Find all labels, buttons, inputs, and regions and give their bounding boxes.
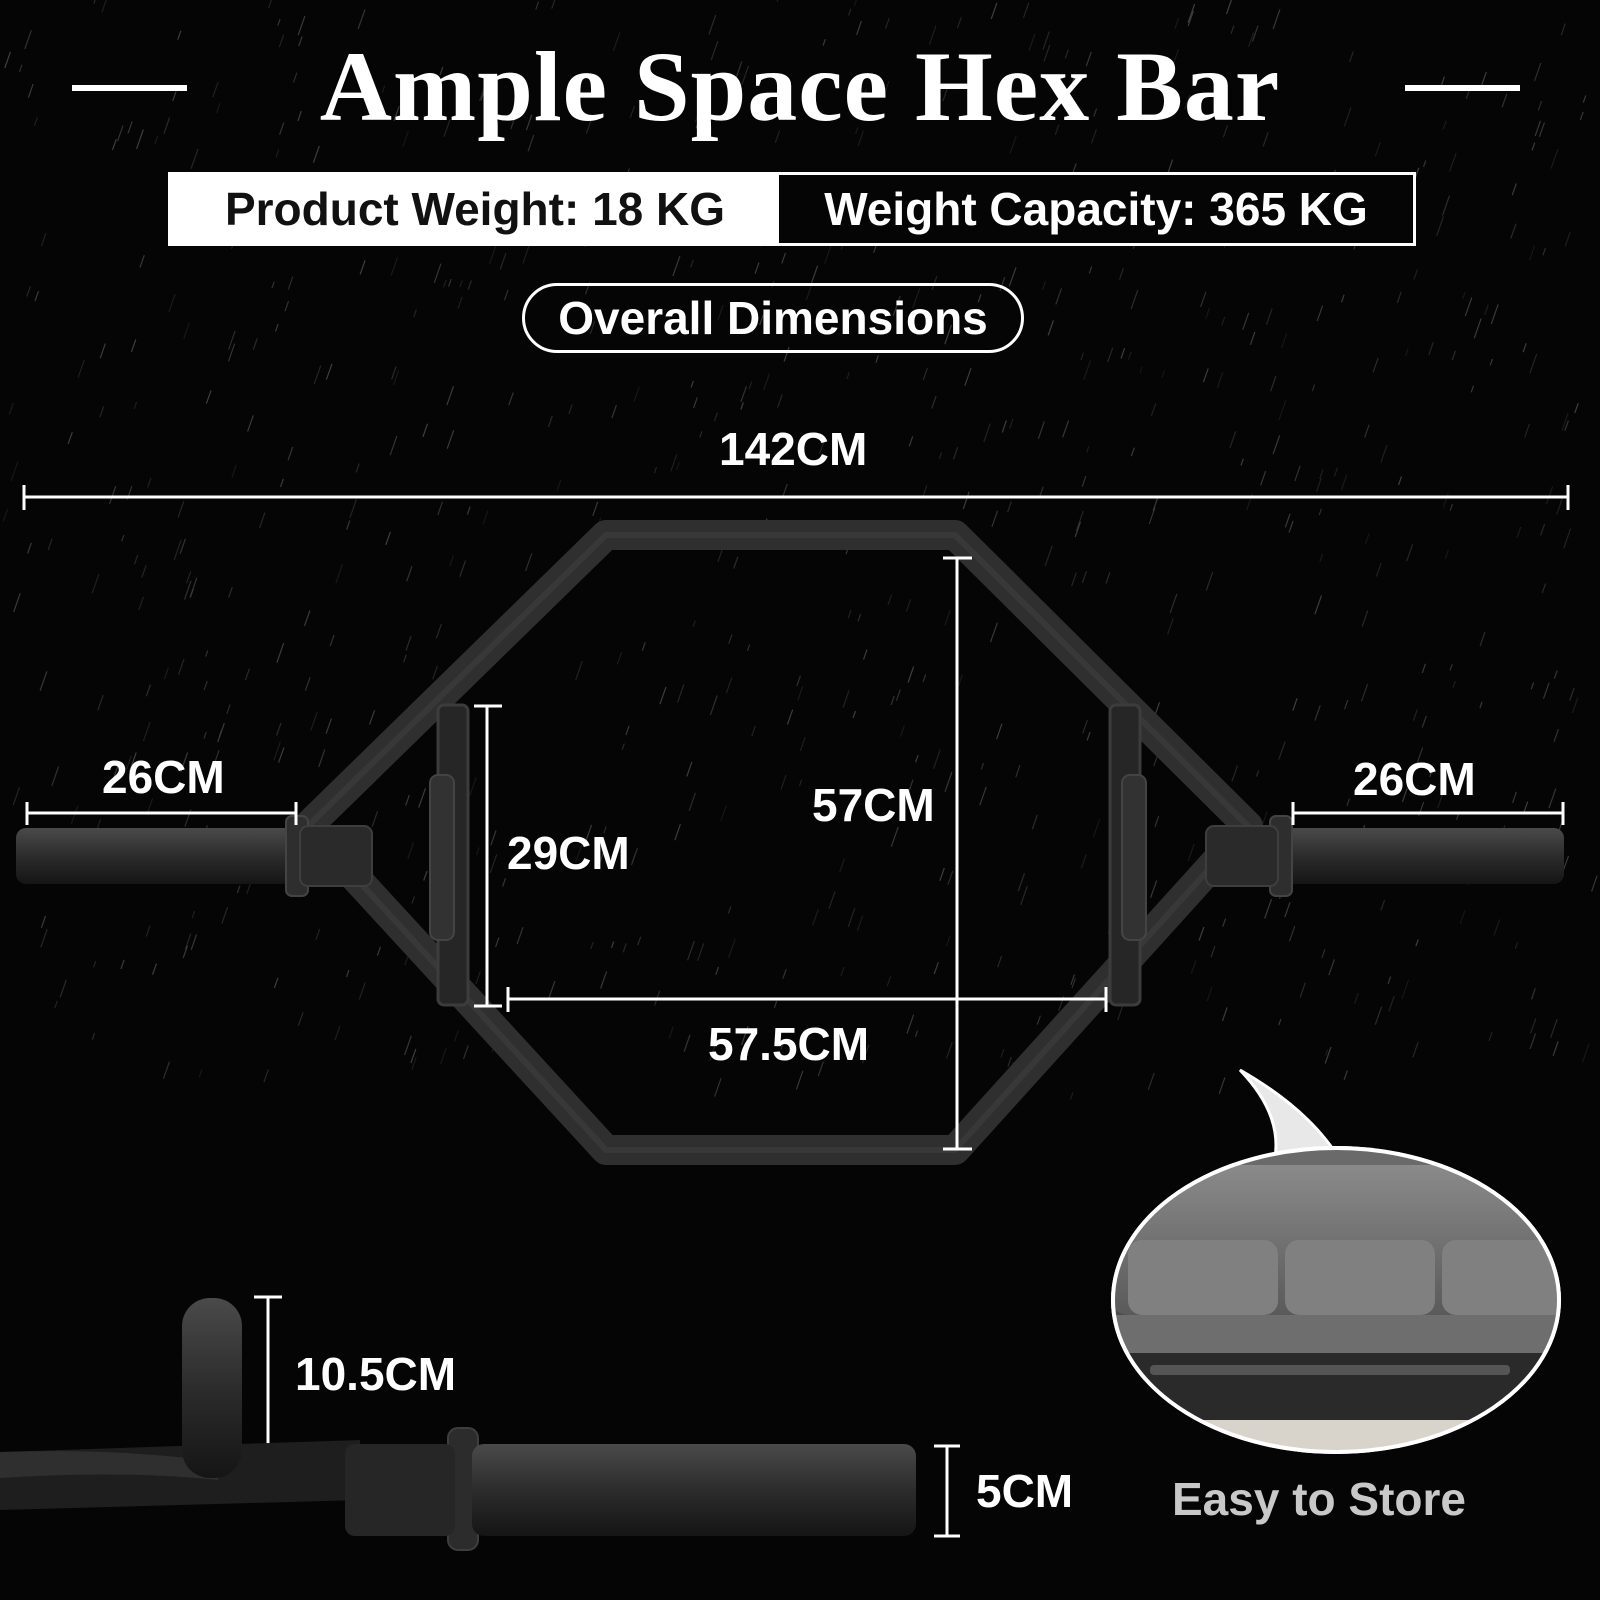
hex-bar-side-profile [0, 1298, 916, 1551]
overall-dimensions-label: Overall Dimensions [522, 283, 1024, 353]
spec-box: Product Weight: 18 KG Weight Capacity: 3… [168, 172, 1416, 246]
handle-height-label: 10.5CM [295, 1348, 457, 1400]
rain-texture [2, 0, 1598, 1100]
easy-to-store-caption: Easy to Store [1172, 1473, 1466, 1525]
page-title: Ample Space Hex Bar [319, 31, 1281, 142]
product-weight: Product Weight: 18 KG [171, 175, 779, 243]
side-sleeve [472, 1444, 916, 1536]
title-rule-left [72, 85, 187, 91]
weight-capacity: Weight Capacity: 365 KG [779, 175, 1413, 243]
right-sleeve-label: 26CM [1353, 753, 1476, 805]
inner-height-label: 57CM [812, 779, 935, 831]
overall-length-label: 142CM [719, 423, 868, 475]
hex-bar-top-view [16, 520, 1564, 1165]
left-sleeve [16, 828, 296, 884]
side-handle [182, 1298, 242, 1478]
right-sleeve [1282, 828, 1564, 884]
sleeve-diameter-label: 5CM [976, 1465, 1074, 1517]
right-handle-grip [1121, 774, 1147, 941]
title-rule-right [1405, 85, 1520, 91]
inner-width-label: 57.5CM [708, 1018, 870, 1070]
storage-inset [1111, 1068, 1561, 1454]
left-handle-grip [429, 774, 455, 941]
handle-span-label: 29CM [507, 827, 630, 879]
left-sleeve-label: 26CM [102, 751, 225, 803]
